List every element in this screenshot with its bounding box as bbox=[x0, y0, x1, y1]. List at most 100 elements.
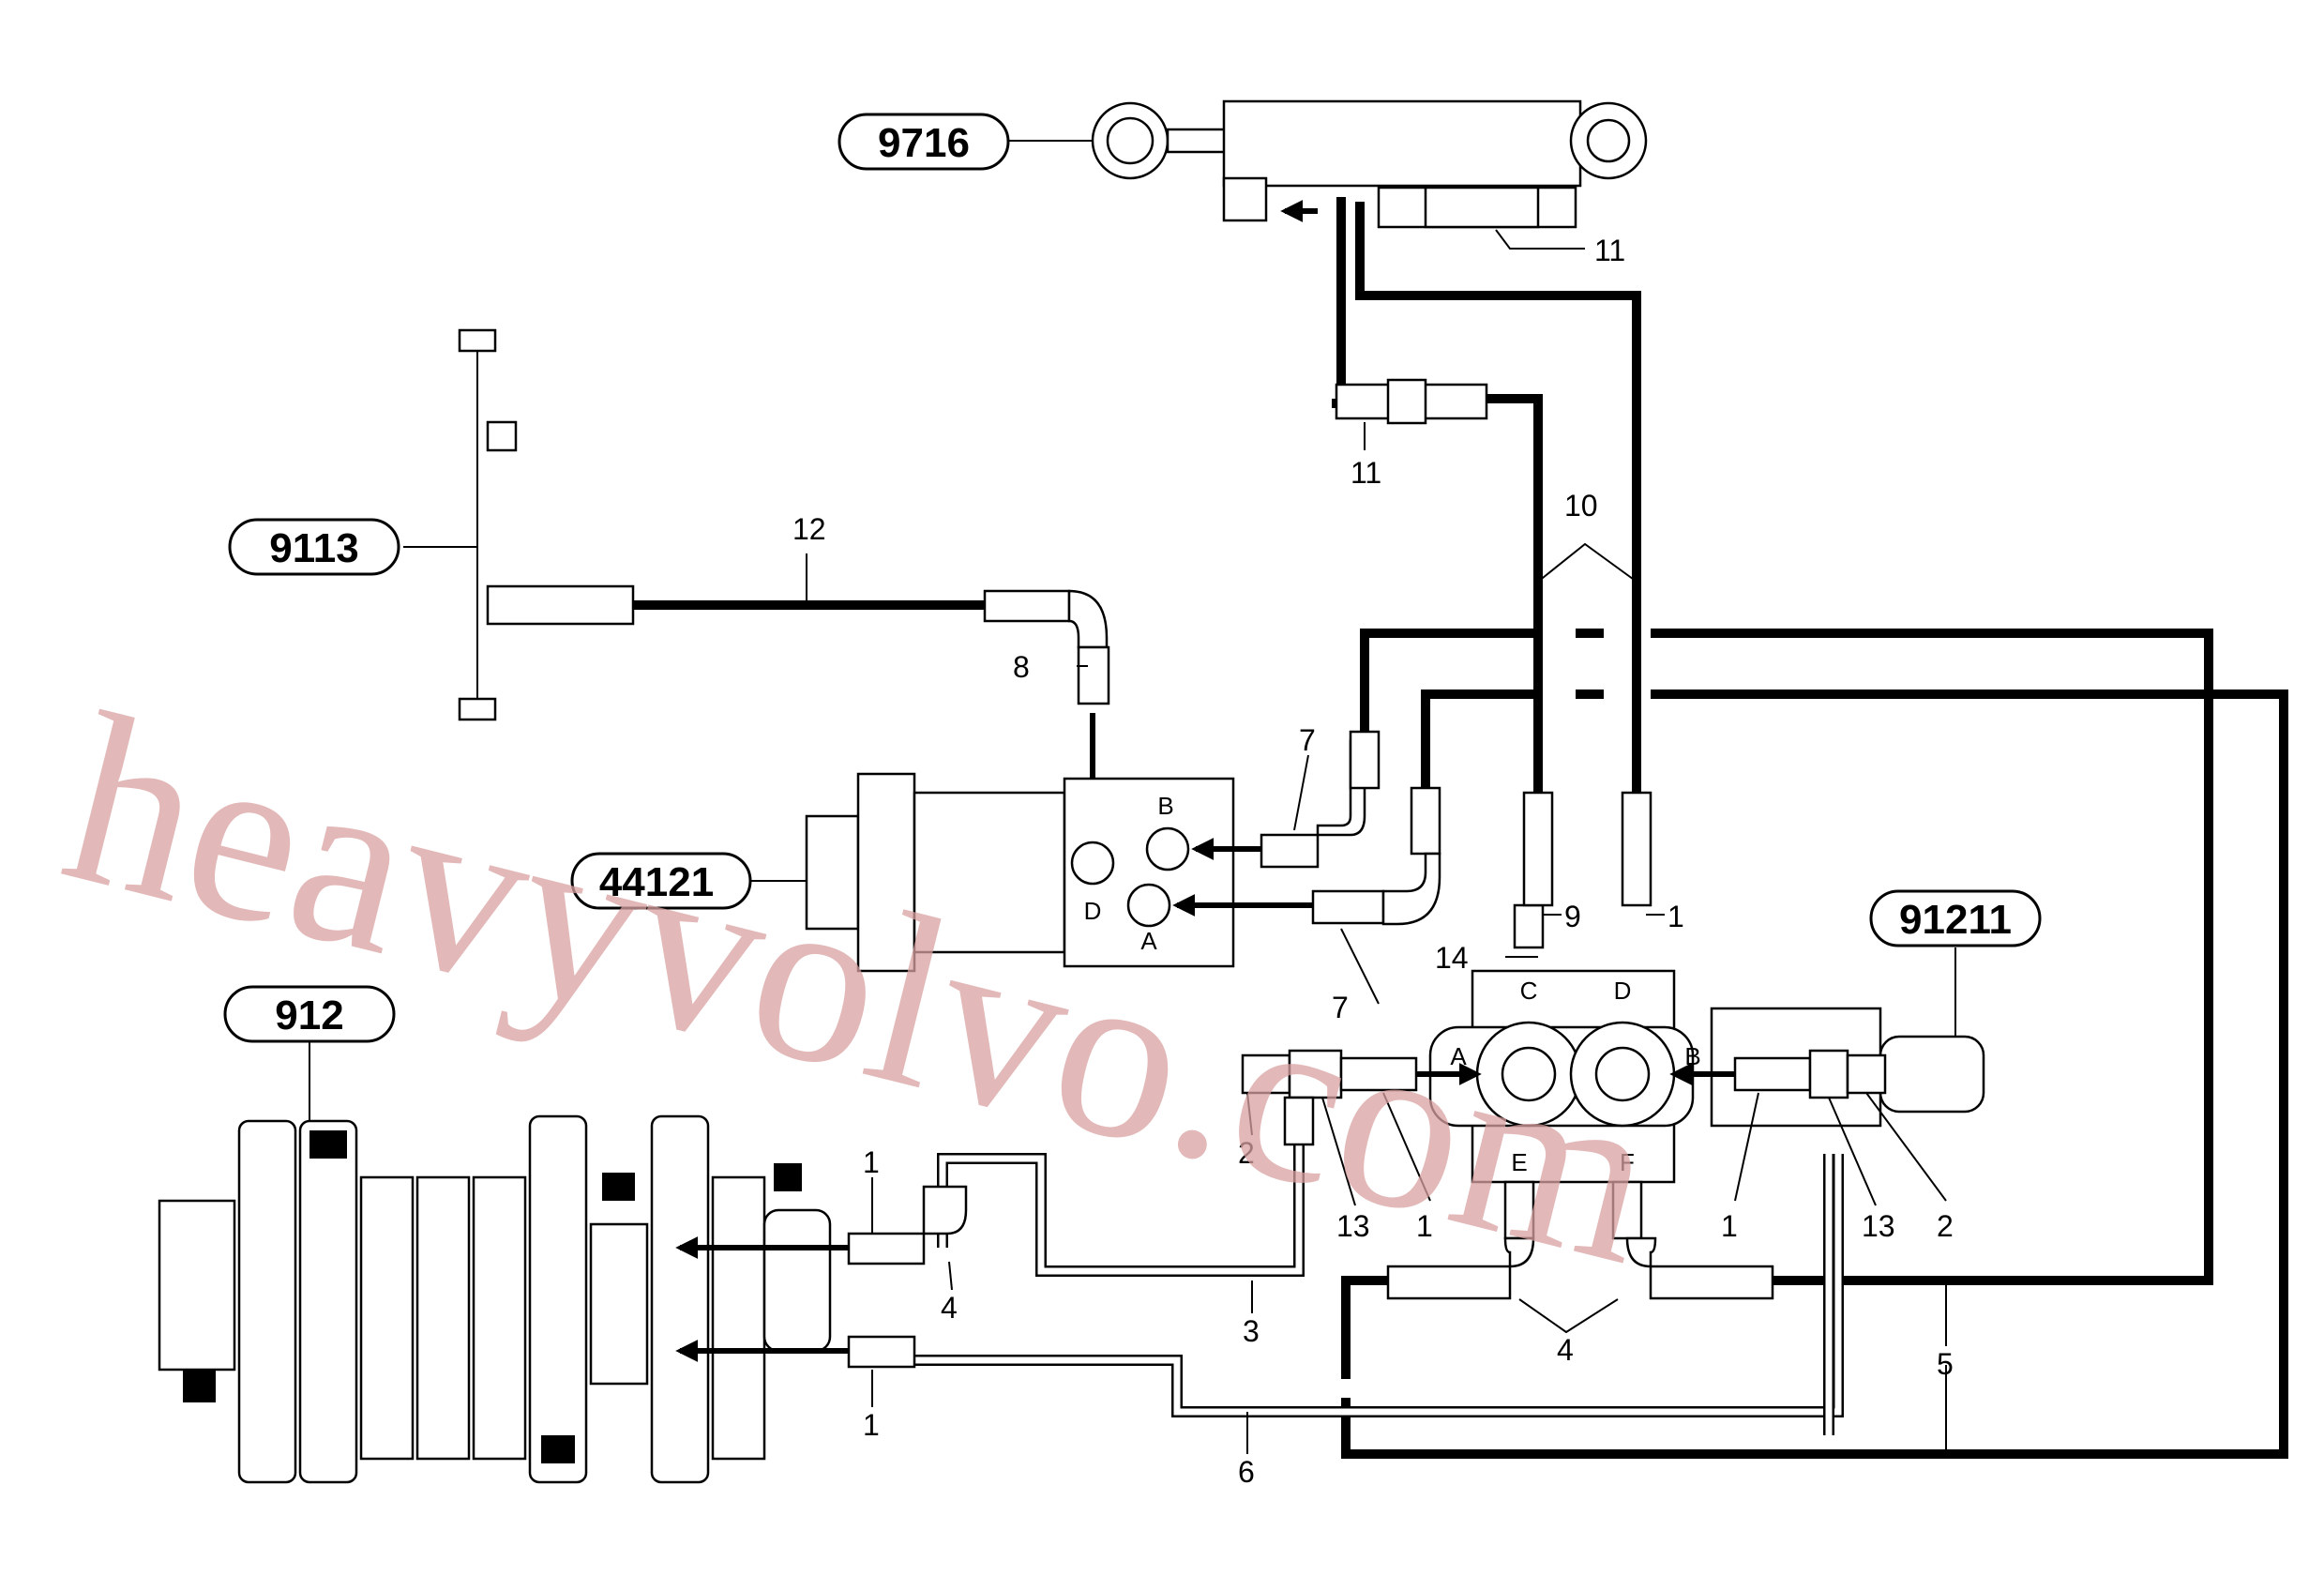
cylinder-eye-left-inner bbox=[1106, 116, 1154, 165]
valve-bank-912 bbox=[158, 1041, 968, 1484]
callout-91211-oval bbox=[1869, 889, 2042, 947]
hose-motor-a-loop bbox=[1421, 690, 1543, 797]
num-4-right: 4 bbox=[1557, 1333, 1574, 1367]
num-8: 8 bbox=[1013, 650, 1030, 684]
hose-4-right bbox=[1649, 1265, 1774, 1300]
bank-cap-2 bbox=[309, 1130, 347, 1159]
fitting-7-elbow-bottom bbox=[1381, 852, 1441, 926]
callout-9716-label: 9716 bbox=[878, 120, 970, 166]
callout-44121: 44121 bbox=[570, 852, 807, 910]
callout-912: 912 bbox=[223, 985, 396, 1043]
num-13-right: 13 bbox=[1862, 1209, 1895, 1243]
fitting-2-left bbox=[1241, 1053, 1291, 1095]
bank-section-8 bbox=[650, 1114, 710, 1484]
hose-motor-b-loop-far bbox=[1651, 629, 2213, 1285]
leader-4-left bbox=[948, 1261, 953, 1291]
num-10: 10 bbox=[1564, 489, 1598, 523]
callout-9113-oval bbox=[228, 518, 400, 576]
callout-9716: 9716 bbox=[838, 113, 1010, 171]
leader-lines bbox=[806, 140, 1947, 1454]
num-2-right: 2 bbox=[1937, 1209, 1954, 1243]
bank-section-7 bbox=[589, 1222, 649, 1386]
valve-left-bore-inner bbox=[1501, 1046, 1557, 1102]
fitting-12-elbow bbox=[1067, 589, 1109, 649]
port-valve-e: E bbox=[1511, 1148, 1527, 1176]
leader-2-left bbox=[1246, 1092, 1253, 1136]
cylinder-body bbox=[1222, 99, 1582, 188]
port-valve-a: A bbox=[1450, 1042, 1467, 1070]
leader-1-mid-left bbox=[1382, 1092, 1431, 1202]
elbow-4-left bbox=[1503, 1236, 1535, 1268]
num-9: 9 bbox=[1564, 900, 1581, 933]
num-12: 12 bbox=[792, 512, 826, 546]
fitting-1-upper bbox=[847, 1232, 926, 1265]
bank-section-4 bbox=[415, 1175, 471, 1461]
num-11-top: 11 bbox=[1594, 234, 1625, 267]
leader-1-mid-right bbox=[1734, 1092, 1759, 1202]
hose-cylinder-feed bbox=[1332, 197, 1346, 408]
tee-bottom-cap bbox=[458, 697, 497, 721]
num-1-mid-left: 1 bbox=[1416, 1209, 1433, 1243]
fitting-8 bbox=[1077, 645, 1110, 705]
hose-end-7-top bbox=[1349, 730, 1381, 790]
motor-shaft bbox=[805, 814, 860, 931]
hose-11-to-valve-9 bbox=[1482, 394, 1543, 793]
num-2-left: 2 bbox=[1238, 1136, 1255, 1170]
port-valve-b: B bbox=[1684, 1042, 1700, 1070]
num-3: 3 bbox=[1243, 1314, 1260, 1348]
hose-end-9 bbox=[1522, 791, 1554, 907]
num-7-bottom: 7 bbox=[1332, 991, 1349, 1024]
fitting-1-lower bbox=[847, 1335, 916, 1369]
num-1-right: 1 bbox=[1668, 900, 1684, 933]
num-4-left: 4 bbox=[941, 1291, 958, 1325]
cylinder-eye-right-inner bbox=[1586, 118, 1631, 163]
fitting-12-right bbox=[983, 589, 1071, 623]
port-motor-b: B bbox=[1157, 792, 1173, 820]
leader-7-top bbox=[1293, 754, 1309, 831]
bank-end-right bbox=[762, 1208, 832, 1353]
fitting-9 bbox=[1513, 903, 1545, 949]
bank-section-1 bbox=[237, 1119, 297, 1484]
hose-lines bbox=[633, 197, 2288, 1459]
fitting-11-nut bbox=[1386, 378, 1427, 425]
callout-44121-label: 44121 bbox=[599, 859, 714, 905]
fitting-13-right bbox=[1808, 1049, 1849, 1099]
valve-91211 bbox=[1241, 791, 1985, 1300]
tee-top-cap bbox=[458, 328, 497, 353]
leader-2-right bbox=[1865, 1092, 1947, 1202]
bank-cap-7 bbox=[602, 1173, 635, 1201]
pipe-6-inner bbox=[910, 1154, 1842, 1416]
num-7-top: 7 bbox=[1299, 723, 1316, 757]
port-motor-a: A bbox=[1140, 927, 1157, 955]
tee-9113 bbox=[403, 328, 1110, 840]
num-1-mid-right: 1 bbox=[1721, 1209, 1738, 1243]
callout-91211-label: 91211 bbox=[1899, 897, 2012, 943]
port-motor-d: D bbox=[1084, 897, 1102, 925]
hose-end-7-bottom bbox=[1410, 786, 1441, 856]
leader-4-right bbox=[1518, 1298, 1619, 1334]
fitting-e bbox=[1503, 1180, 1535, 1240]
num-1-upper: 1 bbox=[863, 1145, 880, 1179]
num-1-lower: 1 bbox=[863, 1408, 880, 1442]
fitting-7-bottom bbox=[1311, 889, 1385, 925]
fitting-f bbox=[1611, 1180, 1643, 1240]
hose-motor-b-loop bbox=[1360, 629, 1543, 741]
bank-section-2 bbox=[298, 1119, 358, 1484]
num-11-mid: 11 bbox=[1351, 456, 1381, 490]
cylinder-9716 bbox=[1091, 99, 1648, 229]
callout-9113-label: 9113 bbox=[269, 525, 358, 571]
bank-plug-left bbox=[183, 1370, 216, 1402]
part-numbers: 11 11 12 10 8 7 7 9 1 14 2 13 1 1 13 2 1… bbox=[792, 234, 1954, 1489]
fitting-7-top bbox=[1260, 833, 1320, 869]
port-valve-c: C bbox=[1520, 977, 1538, 1005]
motor-port-a bbox=[1126, 883, 1171, 928]
motor-housing bbox=[913, 791, 1066, 954]
hose-motor-a-loop-far bbox=[1341, 690, 2288, 1459]
cylinder-port-block bbox=[1222, 176, 1268, 222]
fitting-1-mid-right bbox=[1733, 1056, 1812, 1092]
leader-13-left bbox=[1321, 1097, 1356, 1206]
bank-cap-end bbox=[774, 1163, 802, 1191]
fitting-12-left bbox=[486, 584, 635, 626]
bank-end-left bbox=[158, 1199, 236, 1371]
leader-10 bbox=[1537, 542, 1637, 583]
